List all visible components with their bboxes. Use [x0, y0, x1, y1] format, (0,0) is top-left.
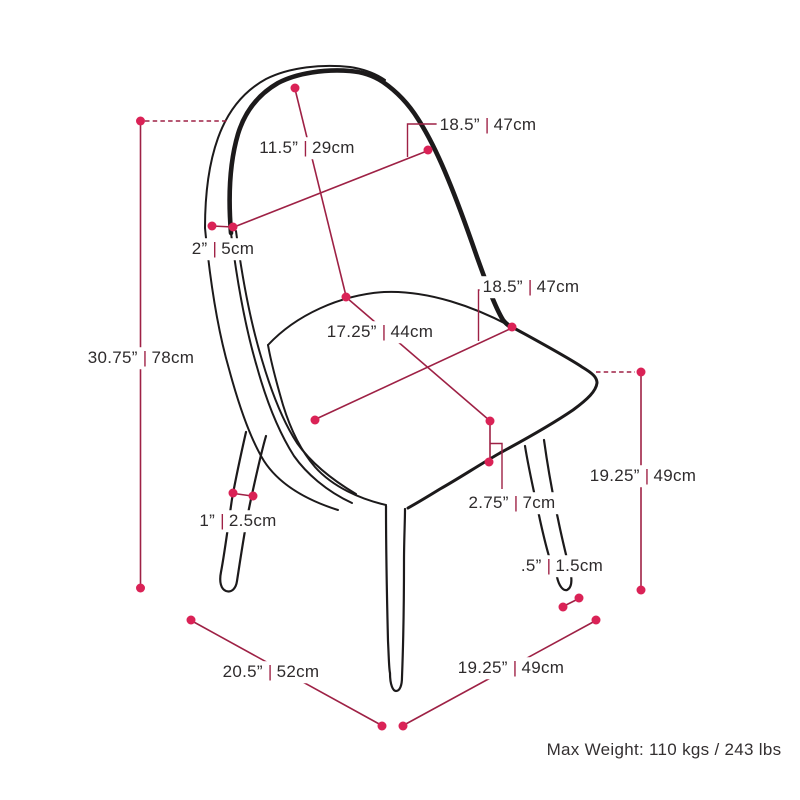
dot: [341, 292, 351, 302]
back-width-line: [233, 150, 428, 228]
dim-label-seat-depth: 17.25”|44cm: [323, 321, 437, 343]
dim-separator: |: [212, 239, 218, 259]
dim-value: 17.25”: [326, 322, 377, 342]
dim-unit: 47cm: [536, 277, 580, 297]
dim-unit: 7cm: [522, 493, 556, 513]
dim-separator: |: [381, 322, 387, 342]
dim-separator: |: [644, 466, 650, 486]
dot: [423, 145, 433, 155]
dot: [398, 721, 408, 731]
dim-separator: |: [512, 658, 518, 678]
dim-label-seat-height: 19.25”|49cm: [586, 465, 700, 487]
dim-separator: |: [546, 556, 552, 576]
dot: [484, 457, 494, 467]
dim-unit: 52cm: [276, 662, 320, 682]
max-weight-note: Max Weight: 110 kgs / 243 lbs: [546, 740, 782, 759]
chair-back-front-edge: [227, 68, 517, 331]
seat-width-line: [315, 327, 513, 420]
dot: [574, 593, 584, 603]
dot: [377, 721, 387, 731]
seat-depth-line: [346, 297, 490, 421]
dimension-lines: [139, 88, 642, 726]
dim-value: 19.25”: [457, 658, 508, 678]
dim-label-overall-depth: 20.5”|52cm: [219, 661, 323, 683]
dim-unit: 5cm: [221, 239, 255, 259]
dim-value: .5”: [520, 556, 542, 576]
dot: [228, 488, 238, 498]
dot: [248, 491, 258, 501]
dim-value: 2”: [191, 239, 208, 259]
dim-label-back-width: 18.5”|47cm: [436, 114, 540, 136]
chair-back-inner-line-2: [235, 230, 357, 495]
dim-label-leg-width: 1”|2.5cm: [196, 510, 280, 532]
dim-label-seat-width: 18.5”|47cm: [479, 276, 583, 298]
dot: [290, 83, 300, 93]
chair-leg-front-center: [384, 504, 407, 693]
back-width-bracket: [406, 123, 444, 157]
dim-value: 30.75”: [87, 348, 138, 368]
dot: [636, 585, 646, 595]
dot: [636, 367, 646, 377]
dot: [507, 322, 517, 332]
dim-label-seat-thickness: 2.75”|7cm: [465, 492, 559, 514]
dot: [485, 416, 495, 426]
dim-value: 19.25”: [589, 466, 640, 486]
dot: [558, 602, 568, 612]
dim-separator: |: [142, 348, 148, 368]
dim-label-back-height: 11.5”|29cm: [256, 137, 358, 159]
dim-separator: |: [527, 277, 533, 297]
dot: [310, 415, 320, 425]
dim-label-back-thickness: 2”|5cm: [188, 238, 258, 260]
dim-unit: 49cm: [653, 466, 697, 486]
dim-unit: 29cm: [311, 138, 355, 158]
dim-unit: 2.5cm: [228, 511, 277, 531]
dim-label-overall-height: 30.75”|78cm: [84, 347, 198, 369]
dim-separator: |: [513, 493, 519, 513]
dim-unit: 78cm: [151, 348, 195, 368]
dot: [591, 615, 601, 625]
dim-value: 18.5”: [439, 115, 480, 135]
chair-back-inner-line-1: [230, 232, 353, 504]
dim-unit: 49cm: [521, 658, 565, 678]
dim-separator: |: [267, 662, 273, 682]
chair-back-outer-line: [204, 64, 386, 229]
dimension-dots: [136, 83, 646, 731]
chair-seat-right-edge: [406, 325, 599, 510]
chair-leg-back-right: [523, 438, 573, 592]
dot: [136, 583, 145, 593]
dim-separator: |: [484, 115, 490, 135]
dim-separator: |: [303, 138, 308, 158]
dim-value: 18.5”: [482, 277, 523, 297]
chair-back-outer-lower-line: [204, 227, 339, 511]
dim-value: 11.5”: [259, 138, 299, 158]
dim-unit: 47cm: [493, 115, 537, 135]
dim-unit: 44cm: [390, 322, 434, 342]
dim-value: 2.75”: [468, 493, 509, 513]
dim-value: 20.5”: [222, 662, 263, 682]
dim-label-leg-tip: .5”|1.5cm: [517, 555, 607, 577]
chair-outline: [204, 64, 599, 693]
dot: [207, 221, 217, 231]
dot: [228, 222, 238, 232]
chair-seat-top-edge: [267, 290, 513, 346]
dim-unit: 1.5cm: [555, 556, 604, 576]
dot: [186, 615, 196, 625]
seat-thickness-bracket: [490, 442, 503, 489]
dim-label-overall-width: 19.25”|49cm: [454, 657, 568, 679]
dim-value: 1”: [199, 511, 216, 531]
chair-seat-left-edge: [267, 344, 387, 506]
dim-separator: |: [220, 511, 225, 531]
dot: [136, 116, 145, 126]
